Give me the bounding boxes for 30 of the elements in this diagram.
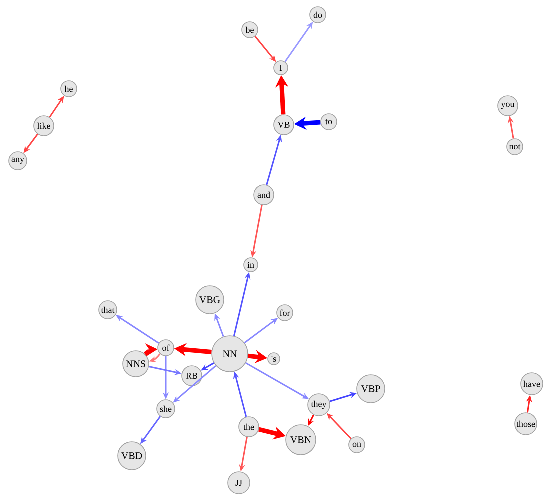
word-node: and [254,184,274,206]
word-node: not [506,138,524,156]
word-node: the [238,416,260,438]
word-node: for [276,304,294,322]
word-node: do [310,6,326,24]
word-node: to [320,114,338,130]
word-node: have [520,372,544,396]
word-node: you [498,96,518,116]
word-node: they [308,394,330,416]
word-node: those [514,412,538,436]
word-node: she [156,400,176,418]
word-node: RB [182,366,202,386]
word-node: 's [268,352,280,366]
word-node: of [158,340,174,356]
word-node: NN [212,336,248,372]
word-node: VB [274,114,294,136]
word-node: VBN [286,424,316,456]
word-node: VBG [196,286,224,314]
word-node: he [60,80,78,98]
word-node: be [242,22,258,38]
word-node: I [274,60,288,76]
word-node: JJ [228,472,250,494]
word-node: NNS [122,350,150,378]
word-node: VBP [356,374,386,404]
word-node: any [8,152,28,170]
word-node: like [34,116,54,136]
word-node: VBD [118,442,146,470]
word-node: in [244,258,258,272]
word-node: that [98,300,118,320]
word-node: on [348,436,366,454]
